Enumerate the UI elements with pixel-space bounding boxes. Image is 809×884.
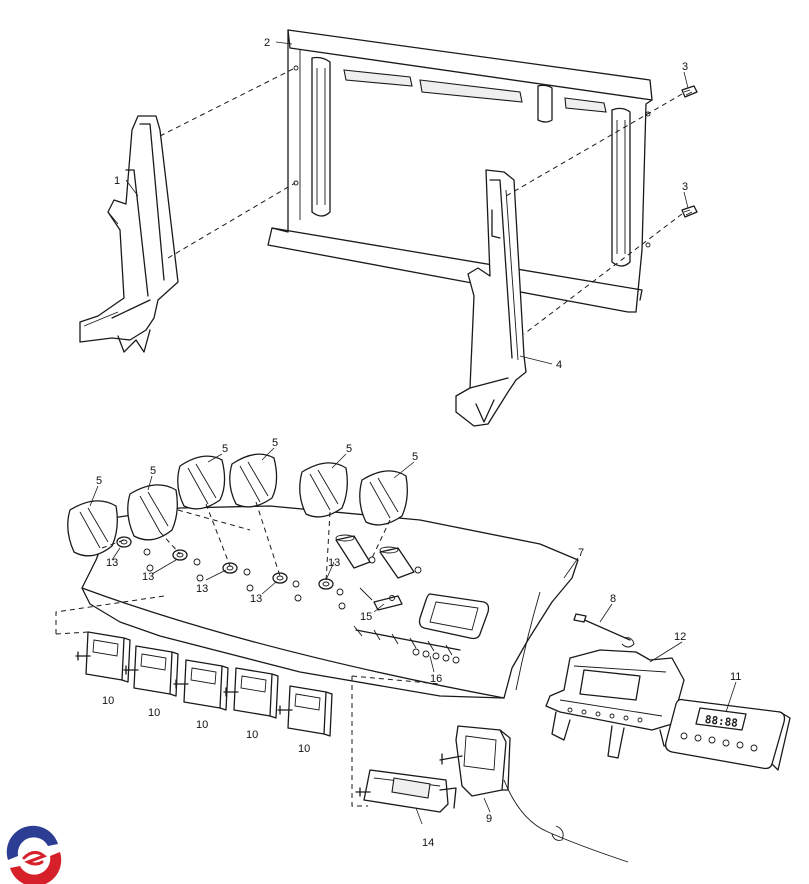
selector-switch bbox=[355, 769, 457, 813]
callout-13-c: 13 bbox=[196, 583, 208, 595]
callout-13-a: 13 bbox=[106, 557, 118, 569]
timer-module bbox=[664, 698, 791, 771]
callout-12: 12 bbox=[674, 631, 686, 643]
control-knobs bbox=[67, 453, 408, 557]
knob-5 bbox=[299, 462, 348, 518]
callout-10-reg5: 10 bbox=[298, 743, 310, 755]
knob-6 bbox=[359, 470, 408, 526]
callout-9: 9 bbox=[486, 813, 492, 825]
callout-8: 8 bbox=[610, 593, 616, 605]
callout-3-top: 3 bbox=[682, 61, 688, 73]
knob-1 bbox=[67, 500, 118, 557]
callout-3-bottom: 3 bbox=[682, 181, 688, 193]
logo-red-arc bbox=[10, 852, 62, 884]
callout-labels: 1 2 3 3 4 5 5 5 5 5 5 7 8 9 10 10 10 10 … bbox=[96, 37, 741, 849]
washers bbox=[116, 536, 422, 610]
callout-2: 2 bbox=[264, 37, 270, 49]
callout-13-e: 13 bbox=[328, 557, 340, 569]
callout-14: 14 bbox=[422, 837, 434, 849]
callout-5-knob1: 5 bbox=[96, 475, 102, 487]
switch-harness bbox=[353, 625, 461, 664]
callout-11: 11 bbox=[730, 671, 741, 683]
screw-top bbox=[681, 85, 698, 98]
callout-1: 1 bbox=[114, 175, 120, 187]
regulator-2 bbox=[123, 645, 179, 697]
callout-5-knob4: 5 bbox=[272, 437, 278, 449]
right-side-bracket bbox=[455, 169, 527, 427]
callout-16: 16 bbox=[430, 673, 442, 685]
callout-13-d: 13 bbox=[250, 593, 262, 605]
callout-4: 4 bbox=[556, 359, 562, 371]
knob-2 bbox=[127, 484, 178, 541]
callout-10-reg2: 10 bbox=[148, 707, 160, 719]
regulator-assembly-lines bbox=[55, 595, 165, 635]
knob-3 bbox=[177, 455, 226, 510]
callout-5-knob2: 5 bbox=[150, 465, 156, 477]
callout-15: 15 bbox=[360, 611, 372, 623]
mounting-plate bbox=[267, 29, 653, 313]
regulator-5 bbox=[277, 685, 333, 737]
knob-4 bbox=[229, 453, 278, 508]
callout-5-knob6: 5 bbox=[412, 451, 418, 463]
brand-logo bbox=[6, 825, 62, 884]
wire-lead bbox=[573, 613, 635, 648]
callout-5-knob3: 5 bbox=[222, 443, 228, 455]
knob-assembly-lines bbox=[101, 501, 391, 583]
screw-bottom bbox=[681, 205, 698, 218]
callout-10-reg4: 10 bbox=[246, 729, 258, 741]
logo-blue-arc bbox=[6, 825, 58, 860]
left-side-bracket bbox=[79, 115, 179, 353]
thermostat bbox=[439, 725, 629, 863]
leader-lines bbox=[89, 41, 737, 825]
callout-7: 7 bbox=[578, 547, 584, 559]
display-bracket bbox=[545, 649, 685, 759]
regulator-1 bbox=[75, 631, 131, 683]
callout-5-knob5: 5 bbox=[346, 443, 352, 455]
regulator-4 bbox=[223, 667, 279, 719]
callout-10-reg1: 10 bbox=[102, 695, 114, 707]
timer-display-digits: 88:88 bbox=[704, 713, 738, 730]
energy-regulators bbox=[75, 631, 333, 737]
callout-13-b: 13 bbox=[142, 571, 154, 583]
selector-assembly-lines bbox=[351, 675, 441, 807]
upper-assembly-lines bbox=[159, 67, 683, 335]
logo-e-mark bbox=[22, 851, 47, 866]
control-fascia bbox=[81, 505, 579, 699]
regulator-3 bbox=[173, 659, 229, 711]
callout-10-reg3: 10 bbox=[196, 719, 208, 731]
